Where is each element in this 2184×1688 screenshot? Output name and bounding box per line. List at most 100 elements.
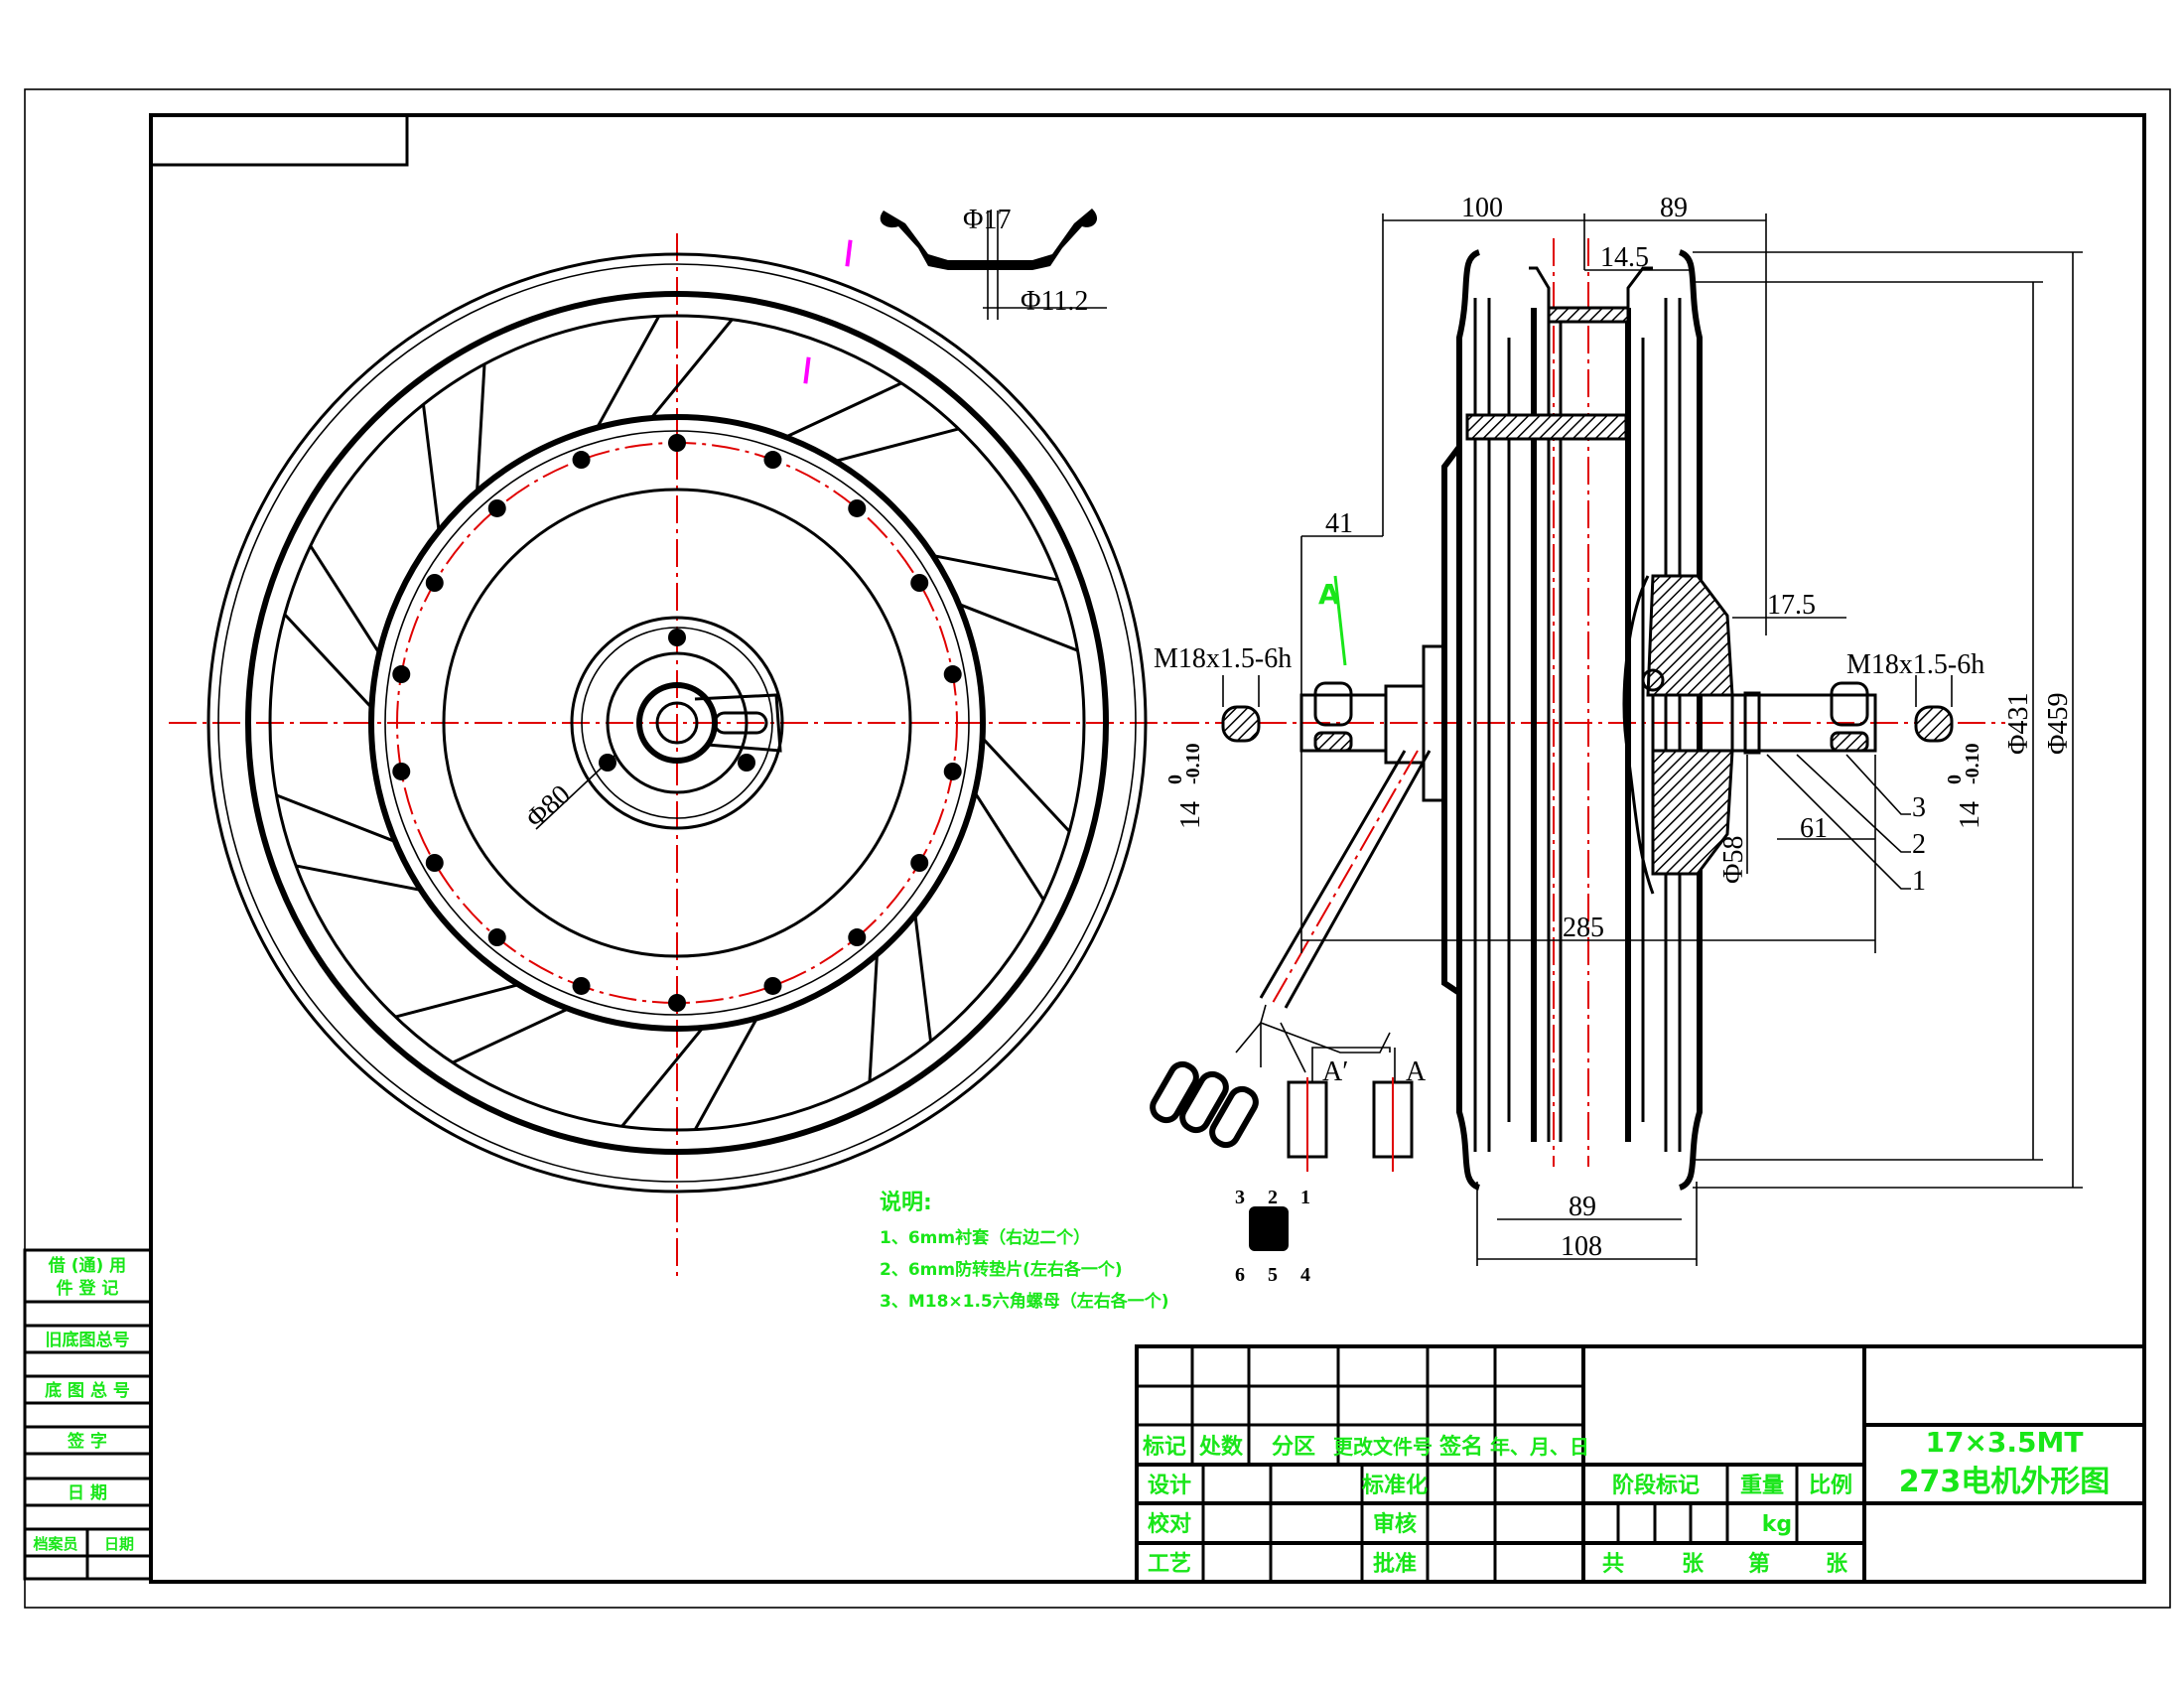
side-cover	[442, 488, 912, 958]
spoke-edge	[476, 363, 486, 492]
hub-inner	[606, 651, 749, 794]
svg-text:张: 张	[1826, 1552, 1848, 1577]
hub-outer	[570, 616, 784, 830]
dim-61: 61	[1800, 813, 1828, 844]
spoke-edge	[868, 953, 879, 1082]
spoke-edge	[834, 427, 959, 463]
label-approve: 批准	[1373, 1552, 1417, 1577]
bolt-hole	[572, 976, 591, 995]
marker-slash	[845, 239, 853, 267]
dim-459: Φ459	[2043, 693, 2074, 755]
svg-text:第: 第	[1748, 1551, 1770, 1577]
notes-heading: 说明:	[880, 1190, 932, 1215]
note-item: 1、6mm衬套（右边二个）	[880, 1227, 1090, 1248]
bolt-holes	[392, 434, 962, 1012]
header-date: 年、月、日	[1490, 1435, 1589, 1459]
tolerance-left: 14 0 -0.10	[1164, 743, 1206, 829]
spoke-edge	[421, 404, 441, 532]
dim-profile-11: Φ11.2	[1021, 286, 1088, 317]
weight-unit: kg	[1762, 1512, 1792, 1537]
dim-41: 41	[1325, 508, 1353, 539]
nut-right	[1830, 681, 1869, 727]
view-arrow-label: A	[1318, 578, 1340, 611]
top-left-box	[149, 113, 409, 167]
connector-pinout	[1249, 1206, 1289, 1251]
spoke-edge	[283, 613, 373, 709]
cable-terminals	[1150, 1060, 1259, 1149]
dim-89-bottom: 89	[1569, 1192, 1596, 1222]
spoke-edge	[295, 864, 422, 892]
header-mark: 标记	[1143, 1434, 1186, 1460]
label-process: 工艺	[1148, 1551, 1191, 1577]
label-stage-mark: 阶段标记	[1612, 1473, 1700, 1498]
dimension-labels: 100 89 14.5 41 17.5 M18x1.5-6h M18x1.5-6…	[1154, 193, 2074, 1286]
svg-text:2: 2	[1268, 1187, 1278, 1208]
rim-profile: Φ17 Φ11.2	[880, 205, 1107, 320]
svg-text:日期: 日期	[104, 1535, 134, 1553]
dim-108: 108	[1561, 1231, 1602, 1262]
bolt-hole	[668, 994, 686, 1012]
label-weight: 重量	[1740, 1474, 1784, 1498]
svg-text:旧底图总号: 旧底图总号	[46, 1330, 130, 1350]
spoke-edge	[973, 791, 1045, 902]
svg-text:-0.10: -0.10	[1182, 743, 1204, 784]
spoke-edge	[275, 793, 396, 843]
dim-100: 100	[1461, 193, 1503, 223]
side-view	[1150, 238, 2005, 1251]
svg-text:5: 5	[1268, 1264, 1278, 1286]
thread-right: M18x1.5-6h	[1846, 649, 1984, 680]
spoke-edge	[913, 914, 933, 1042]
spoke-edge	[784, 381, 902, 439]
spoke-edge	[958, 603, 1079, 652]
svg-text:3: 3	[1235, 1187, 1245, 1208]
spoke-edge	[693, 1017, 758, 1131]
label-standardize: 标准化	[1362, 1473, 1428, 1498]
svg-text:档案员: 档案员	[33, 1535, 77, 1553]
side-table: 借 (通) 用 件 登 记 旧底图总号 底 图 总 号 签 字 日 期 档案员 …	[23, 1248, 153, 1581]
bolt-hole	[425, 854, 444, 872]
drawing-title: 273电机外形图	[1899, 1465, 2111, 1499]
header-change-doc: 更改文件号	[1333, 1435, 1433, 1459]
svg-text:借 (通) 用: 借 (通) 用	[48, 1255, 126, 1276]
header-zone: 分区	[1272, 1435, 1315, 1460]
spokes	[275, 315, 1079, 1131]
dim-58: Φ58	[1718, 836, 1749, 884]
dim-profile-17: Φ17	[963, 205, 1011, 235]
svg-text:4: 4	[1300, 1264, 1310, 1286]
bolt-hole	[487, 498, 506, 517]
bolt-hole	[848, 498, 867, 517]
svg-text:14: 14	[1955, 801, 1985, 829]
bolt-hole	[763, 976, 782, 995]
dim-285: 285	[1563, 913, 1604, 943]
rim-outer	[245, 291, 1109, 1155]
bolt-hole	[943, 665, 962, 684]
svg-text:底 图 总 号: 底 图 总 号	[45, 1380, 130, 1401]
marker-slash	[803, 356, 811, 384]
svg-text:张: 张	[1682, 1552, 1705, 1577]
leader-1: 1	[1912, 866, 1926, 897]
bolt-hole	[572, 451, 591, 470]
dimension-lines	[1221, 213, 2083, 1266]
spoke-edge	[981, 737, 1071, 833]
svg-text:0: 0	[1944, 774, 1966, 784]
bolt-hole	[763, 451, 782, 470]
svg-text:件 登 记: 件 登 记	[57, 1278, 119, 1299]
dim-14-5: 14.5	[1600, 242, 1649, 273]
spoke-edge	[620, 1026, 705, 1128]
rim-bead-section	[1465, 413, 1628, 441]
rim-inner	[268, 314, 1086, 1132]
bolt-hole	[392, 665, 411, 684]
front-view: Φ80	[169, 233, 1171, 1281]
nut-left	[1313, 681, 1353, 727]
svg-text:1: 1	[1300, 1187, 1310, 1208]
outer-border	[24, 88, 2171, 1609]
spoke-edge	[309, 544, 381, 654]
flat-section-left	[1221, 705, 1261, 743]
dim-89-top: 89	[1660, 193, 1688, 223]
torque-arm	[694, 693, 782, 753]
svg-text:14: 14	[1175, 801, 1206, 829]
spoke-edge	[596, 315, 661, 429]
note-item: 2、6mm防转垫片(左右各一个)	[880, 1259, 1123, 1280]
header-signature: 签名	[1438, 1434, 1483, 1460]
